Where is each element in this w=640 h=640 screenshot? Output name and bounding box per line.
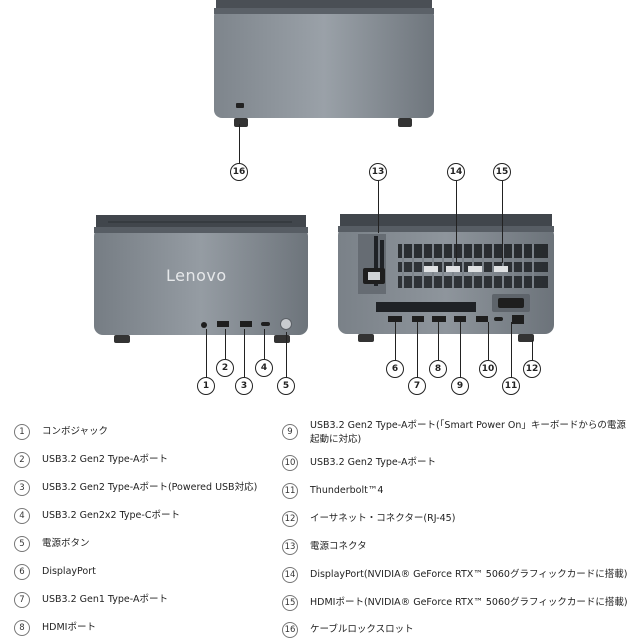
usb-c-port-icon <box>261 322 270 326</box>
device-front-view <box>94 215 308 343</box>
legend-item: 10 USB3.2 Gen2 Type-Aポート <box>282 455 436 471</box>
legend-item: 13 電源コネクタ <box>282 539 367 555</box>
legend-item: 3 USB3.2 Gen2 Type-Aポート(Powered USB対応) <box>14 480 257 496</box>
power-button-icon <box>280 318 292 330</box>
usb-a-port-icon <box>217 321 229 327</box>
legend-item: 16 ケーブルロックスロット <box>282 622 414 638</box>
callout-9: 9 <box>451 377 469 395</box>
ethernet-port-icon <box>512 315 524 324</box>
device-side-view <box>214 0 434 127</box>
gpu-hdmi-icon <box>494 266 508 272</box>
callout-10: 10 <box>479 360 497 378</box>
lock-slot-icon <box>236 103 244 108</box>
legend-item: 1 コンボジャック <box>14 424 108 440</box>
callout-7: 7 <box>408 377 426 395</box>
callout-11: 11 <box>502 377 520 395</box>
legend-item: 2 USB3.2 Gen2 Type-Aポート <box>14 452 168 468</box>
legend-item: 14 DisplayPort(NVIDIA® GeForce RTX™ 5060… <box>282 567 627 583</box>
legend-item: 5 電源ボタン <box>14 536 90 552</box>
serial-port-icon <box>498 298 524 308</box>
callout-14: 14 <box>447 163 465 181</box>
legend-item: 7 USB3.2 Gen1 Type-Aポート <box>14 592 168 608</box>
thunderbolt-port-icon <box>494 317 503 321</box>
callout-15: 15 <box>493 163 511 181</box>
callout-3: 3 <box>235 377 253 395</box>
callout-5: 5 <box>277 377 295 395</box>
legend-item: 9 USB3.2 Gen2 Type-Aポート(「Smart Power On」… <box>282 418 628 447</box>
lenovo-logo: Lenovo <box>166 266 227 285</box>
callout-2: 2 <box>216 359 234 377</box>
legend-item: 4 USB3.2 Gen2x2 Type-Cポート <box>14 508 180 524</box>
combo-jack-icon <box>201 322 207 328</box>
usb-a-port-icon <box>240 321 252 327</box>
legend-item: 12 イーサネット・コネクター(RJ-45) <box>282 511 455 527</box>
callout-4: 4 <box>255 359 273 377</box>
rear-hdmi-icon <box>432 316 446 322</box>
gpu-displayport-icon <box>424 266 438 272</box>
callout-8: 8 <box>429 360 447 378</box>
callout-13: 13 <box>369 163 387 181</box>
legend-item: 6 DisplayPort <box>14 564 96 580</box>
callout-1: 1 <box>197 377 215 395</box>
device-rear-view <box>338 214 554 342</box>
callout-16: 16 <box>230 163 248 181</box>
legend-item: 15 HDMIポート(NVIDIA® GeForce RTX™ 5060グラフィ… <box>282 595 628 611</box>
rear-displayport-icon <box>388 316 402 322</box>
callout-12: 12 <box>523 360 541 378</box>
legend-item: 11 Thunderbolt™4 <box>282 483 383 499</box>
callout-6: 6 <box>386 360 404 378</box>
legend-item: 8 HDMIポート <box>14 620 96 636</box>
